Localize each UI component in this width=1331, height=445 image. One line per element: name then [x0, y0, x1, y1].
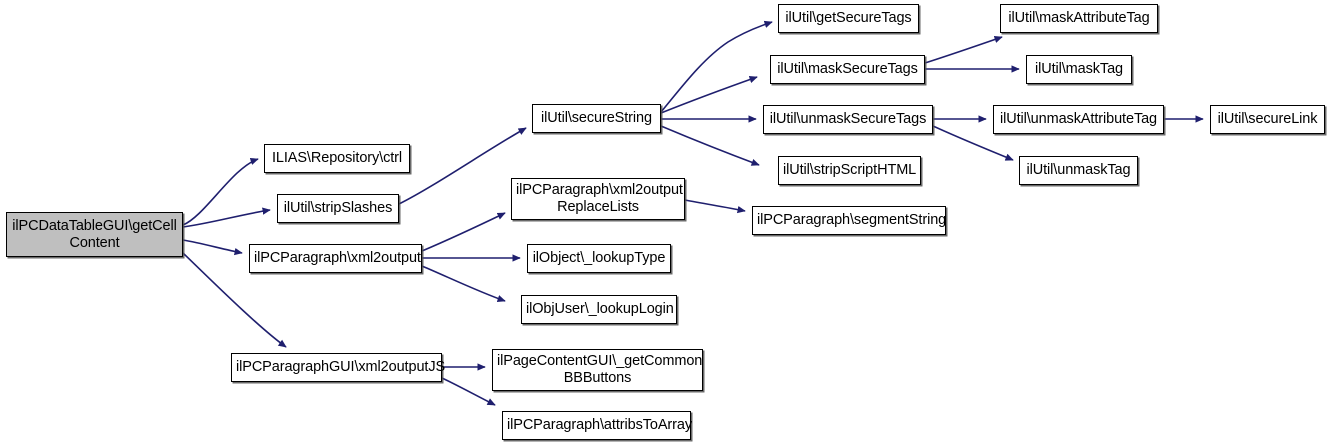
graph-node-getCellContent[interactable]: ilPCDataTableGUI\getCell Content — [6, 212, 183, 257]
graph-node-label: ilPCParagraph\xml2output — [254, 250, 421, 266]
graph-node-lookupType[interactable]: ilObject\_lookupType — [527, 244, 671, 273]
graph-node-secureString[interactable]: ilUtil\secureString — [532, 104, 661, 133]
edge-getCellContent-to-ctrl — [182, 158, 259, 226]
graph-node-maskTag[interactable]: ilUtil\maskTag — [1026, 55, 1132, 84]
graph-node-xml2output[interactable]: ilPCParagraph\xml2output — [249, 244, 422, 273]
graph-node-maskAttributeTag[interactable]: ilUtil\maskAttributeTag — [1000, 4, 1158, 33]
graph-node-label: ilPageContentGUI\_getCommon BBButtons — [497, 353, 703, 386]
graph-node-label: ilUtil\maskSecureTags — [777, 61, 918, 77]
graph-node-getCommonBBButtons[interactable]: ilPageContentGUI\_getCommon BBButtons — [492, 349, 703, 391]
edge-stripSlashes-to-secureString — [398, 127, 527, 205]
graph-node-attribsToArray[interactable]: ilPCParagraph\attribsToArray — [502, 411, 692, 440]
graph-node-maskSecureTags[interactable]: ilUtil\maskSecureTags — [770, 55, 925, 84]
edge-xml2output-to-lookupLogin — [421, 265, 506, 303]
graph-node-stripScriptHTML[interactable]: ilUtil\stripScriptHTML — [778, 156, 921, 185]
graph-node-getSecureTags[interactable]: ilUtil\getSecureTags — [778, 4, 919, 33]
edge-maskSecureTags-to-maskAttributeTag — [924, 36, 1003, 64]
graph-node-label: ilObject\_lookupType — [532, 250, 666, 266]
graph-node-label: ilPCParagraph\segmentString — [757, 212, 947, 228]
graph-node-label: ilPCParagraphGUI\xml2outputJS — [236, 359, 446, 375]
graph-node-stripSlashes[interactable]: ilUtil\stripSlashes — [277, 194, 399, 223]
graph-node-label: ilUtil\secureLink — [1217, 111, 1318, 127]
graph-node-xml2outputJS[interactable]: ilPCParagraphGUI\xml2outputJS — [231, 353, 446, 382]
edge-secureString-to-stripScriptHTML — [660, 125, 760, 166]
graph-node-lookupLogin[interactable]: ilObjUser\_lookupLogin — [521, 295, 677, 324]
graph-node-label: ilUtil\maskAttributeTag — [1008, 10, 1150, 26]
graph-node-label: ilObjUser\_lookupLogin — [526, 301, 674, 317]
graph-node-label: ilUtil\stripSlashes — [283, 200, 393, 216]
graph-node-ctrl[interactable]: ILIAS\Repository\ctrl — [264, 144, 410, 173]
graph-node-label: ilUtil\getSecureTags — [785, 10, 912, 26]
graph-node-label: ilUtil\secureString — [541, 110, 652, 126]
graph-node-unmaskTag[interactable]: ilUtil\unmaskTag — [1019, 156, 1138, 185]
graph-node-label: ilUtil\unmaskSecureTags — [769, 111, 927, 127]
graph-node-label: ilUtil\stripScriptHTML — [783, 162, 917, 178]
edge-xml2outputReplaceLists-to-segmentString — [684, 199, 746, 214]
graph-node-label: ilUtil\maskTag — [1034, 61, 1124, 77]
edge-xml2output-to-xml2outputReplaceLists — [421, 212, 506, 252]
edge-secureString-to-maskSecureTags — [660, 76, 758, 114]
edge-getCellContent-to-stripSlashes — [182, 207, 271, 228]
graph-node-unmaskAttributeTag[interactable]: ilUtil\unmaskAttributeTag — [993, 105, 1164, 134]
edge-getCellContent-to-xml2output — [182, 239, 243, 256]
graph-node-label: ilUtil\unmaskAttributeTag — [999, 111, 1158, 127]
graph-node-secureLink[interactable]: ilUtil\secureLink — [1210, 105, 1325, 134]
graph-node-xml2outputReplaceLists[interactable]: ilPCParagraph\xml2output ReplaceLists — [511, 178, 685, 220]
graph-node-segmentString[interactable]: ilPCParagraph\segmentString — [752, 206, 946, 235]
graph-node-unmaskSecureTags[interactable]: ilUtil\unmaskSecureTags — [763, 105, 933, 134]
edge-secureString-to-getSecureTags — [660, 20, 773, 113]
graph-node-label: ilPCDataTableGUI\getCell Content — [12, 217, 177, 251]
graph-node-label: ilPCParagraph\attribsToArray — [507, 417, 692, 433]
graph-node-label: ilUtil\unmaskTag — [1026, 162, 1131, 178]
edge-xml2outputJS-to-attribsToArray — [441, 377, 496, 406]
graph-node-label: ILIAS\Repository\ctrl — [271, 150, 403, 166]
graph-node-label: ilPCParagraph\xml2output ReplaceLists — [516, 182, 683, 215]
